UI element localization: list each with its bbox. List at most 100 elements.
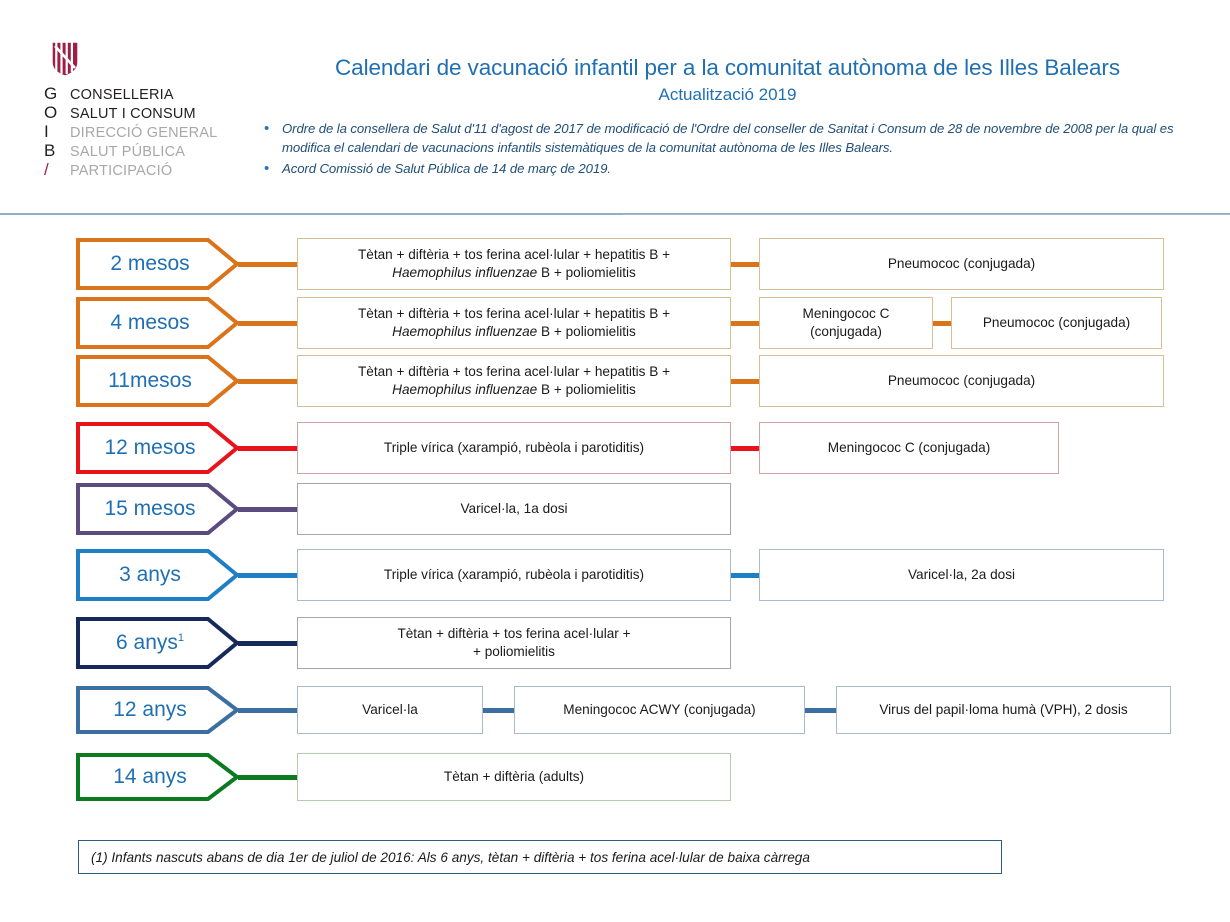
goib-logo: G CONSELLERIA O SALUT I CONSUM I DIRECCI… — [44, 42, 274, 179]
goib-text-rows: G CONSELLERIA O SALUT I CONSUM I DIRECCI… — [44, 84, 274, 179]
age-label: 11mesos — [108, 369, 192, 392]
page-subtitle: Actualització 2019 — [658, 84, 797, 104]
vaccine-label: Tètan + diftèria + tos ferina acel·lular… — [357, 305, 671, 339]
arrow-shape — [76, 355, 241, 407]
vaccine-box[interactable]: Meningococ ACWY (conjugada) — [514, 686, 805, 734]
vaccine-label: Pneumococ (conjugada) — [982, 314, 1131, 330]
list-item: • Ordre de la consellera de Salut d'11 d… — [260, 119, 1200, 157]
goib-label-direccio-general: DIRECCIÓ GENERAL — [70, 125, 218, 141]
vaccine-box[interactable]: Tètan + diftèria + tos ferina acel·lular… — [297, 355, 731, 407]
vaccine-label: Tètan + diftèria + tos ferina acel·lular… — [357, 363, 671, 397]
balearic-islands-coat-of-arms-icon — [52, 42, 78, 76]
vaccine-box[interactable]: Pneumococ (conjugada) — [951, 297, 1162, 349]
vaccine-label: Varicel·la, 1a dosi — [460, 500, 568, 516]
legal-references-list: • Ordre de la consellera de Salut d'11 d… — [260, 119, 1200, 178]
footnote: (1) Infants nascuts abans de dia 1er de … — [78, 840, 1002, 874]
vaccine-label: Meningococ C(conjugada) — [802, 305, 890, 339]
age-arrow-12-mesos[interactable]: 12 mesos — [76, 422, 241, 474]
connector-line — [232, 641, 300, 646]
schedule-row-12-anys: 12 anys Varicel·la Meningococ ACWY (conjug… — [0, 686, 1230, 734]
schedule-row-11mesos: 11mesos Tètan + diftèria + tos ferina ace… — [0, 355, 1230, 407]
vaccine-label: Meningococ C (conjugada) — [827, 439, 991, 455]
age-footnote-marker: 1 — [177, 632, 184, 644]
age-arrow-14-anys[interactable]: 14 anys — [76, 753, 241, 801]
list-item: • Acord Comissió de Salut Pública de 14 … — [260, 159, 1200, 178]
connector-line — [232, 507, 300, 512]
age-label: 2 mesos — [110, 252, 190, 275]
goib-label-conselleria: CONSELLERIA — [70, 87, 174, 103]
age-arrow-6-anys[interactable]: 6 anys1 — [76, 617, 241, 669]
connector-line — [802, 708, 838, 713]
vaccine-box[interactable]: Tètan + diftèria + tos ferina acel·lular… — [297, 238, 731, 290]
arrow-shape — [76, 549, 241, 601]
age-arrow-12-anys[interactable]: 12 anys — [76, 686, 241, 734]
connector-line — [232, 573, 300, 578]
vaccine-box[interactable]: Varicel·la, 1a dosi — [297, 483, 731, 535]
connector-line — [232, 708, 300, 713]
age-label: 12 anys — [113, 698, 187, 721]
schedule-row-4-mesos: 4 mesos Tètan + diftèria + tos ferina ace… — [0, 297, 1230, 349]
title-area: Calendari de vacunació infantil per a la… — [255, 55, 1200, 180]
connector-line — [232, 775, 300, 780]
goib-letter-i: I — [44, 122, 49, 141]
vaccine-box[interactable]: Virus del papil·loma humà (VPH), 2 dosis — [836, 686, 1171, 734]
goib-letter-b: B — [44, 141, 56, 160]
age-arrow-2-mesos[interactable]: 2 mesos — [76, 238, 241, 290]
connector-line — [728, 379, 762, 384]
connector-line — [728, 262, 762, 267]
schedule-row-3-anys: 3 anys Triple vírica (xarampió, rubèola i… — [0, 549, 1230, 601]
schedule-row-6-anys: 6 anys1 Tètan + diftèria + tos ferina ace… — [0, 617, 1230, 669]
age-label: 12 mesos — [104, 436, 196, 459]
vaccine-label: Triple vírica (xarampió, rubèola i parot… — [383, 566, 645, 582]
vaccine-box[interactable]: Pneumococ (conjugada) — [759, 355, 1164, 407]
vaccine-box[interactable]: Triple vírica (xarampió, rubèola i parot… — [297, 549, 731, 601]
connector-line — [232, 321, 300, 326]
age-arrow-11mesos[interactable]: 11mesos — [76, 355, 241, 407]
connector-line — [728, 573, 762, 578]
age-label: 3 anys — [119, 563, 181, 586]
age-label: 14 anys — [113, 765, 187, 788]
arrow-shape — [76, 297, 241, 349]
arrow-shape — [76, 238, 241, 290]
vaccine-label: Varicel·la — [362, 701, 418, 717]
arrow-shape — [76, 617, 241, 669]
vaccine-box[interactable]: Varicel·la, 2a dosi — [759, 549, 1164, 601]
vaccine-box[interactable]: Pneumococ (conjugada) — [759, 238, 1164, 290]
arrow-shape — [76, 686, 241, 734]
vaccine-box[interactable]: Tètan + diftèria + tos ferina acel·lular… — [297, 297, 731, 349]
page-header: G CONSELLERIA O SALUT I CONSUM I DIRECCI… — [0, 0, 1230, 215]
arrow-shape — [76, 483, 241, 535]
legal-reference-text: Ordre de la consellera de Salut d'11 d'a… — [282, 120, 1174, 155]
vaccine-box[interactable]: Triple vírica (xarampió, rubèola i parot… — [297, 422, 731, 474]
schedule-row-15-mesos: 15 mesos Varicel·la, 1a dosi — [0, 483, 1230, 535]
vaccine-box[interactable]: Meningococ C (conjugada) — [759, 422, 1059, 474]
goib-letter-o: O — [44, 103, 58, 122]
age-label: 6 anys1 — [116, 631, 184, 654]
connector-line — [232, 446, 300, 451]
connector-line — [930, 321, 954, 326]
goib-line-3: B SALUT PÚBLICA — [44, 141, 274, 160]
bullet-icon: • — [264, 119, 270, 137]
arrow-shape — [76, 422, 241, 474]
vaccine-label: Triple vírica (xarampió, rubèola i parot… — [383, 439, 645, 455]
vaccine-box[interactable]: Tètan + diftèria (adults) — [297, 753, 731, 801]
vaccine-label: Pneumococ (conjugada) — [887, 255, 1036, 271]
age-arrow-4-mesos[interactable]: 4 mesos — [76, 297, 241, 349]
header-divider — [0, 213, 1230, 215]
age-arrow-3-anys[interactable]: 3 anys — [76, 549, 241, 601]
vaccine-box[interactable]: Meningococ C(conjugada) — [759, 297, 933, 349]
goib-line-0: G CONSELLERIA — [44, 84, 274, 103]
vaccine-box[interactable]: Tètan + diftèria + tos ferina acel·lular… — [297, 617, 731, 669]
goib-label-salut-i-consum: SALUT I CONSUM — [70, 106, 196, 122]
vaccine-label: Pneumococ (conjugada) — [887, 372, 1036, 388]
connector-line — [232, 262, 300, 267]
vaccine-label: Varicel·la, 2a dosi — [907, 566, 1016, 582]
connector-line — [232, 379, 300, 384]
footnote-text: (1) Infants nascuts abans de dia 1er de … — [91, 849, 810, 865]
connector-line — [481, 708, 517, 713]
vaccine-box[interactable]: Varicel·la — [297, 686, 483, 734]
goib-letter-g: G — [44, 84, 58, 103]
page-title: Calendari de vacunació infantil per a la… — [335, 55, 1120, 80]
age-label: 4 mesos — [110, 311, 190, 334]
age-arrow-15-mesos[interactable]: 15 mesos — [76, 483, 241, 535]
